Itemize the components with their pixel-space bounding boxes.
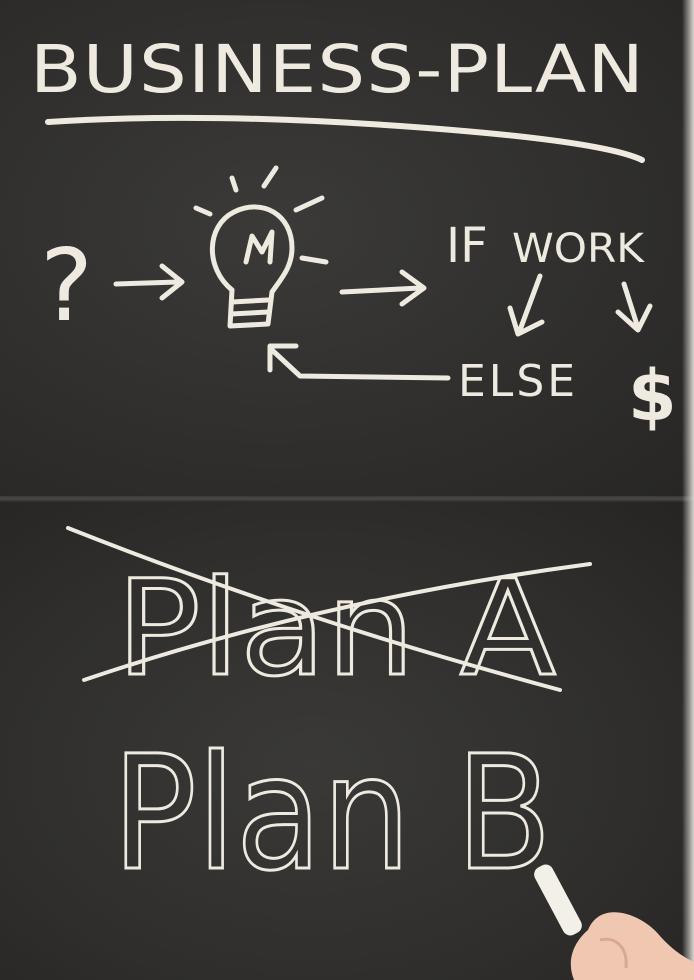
arrow-else-to-idea: [267, 343, 451, 381]
question-mark-text: ?: [40, 227, 93, 344]
arrow-work-to-else: [507, 273, 545, 337]
if-label: IF: [446, 218, 488, 274]
hand-with-chalk: [534, 864, 694, 980]
plan-b-text: Plan B: [112, 722, 552, 906]
else-label: ELSE: [458, 356, 578, 407]
plan-a-text: Plan A: [116, 552, 556, 706]
title-text: BUSINESS-PLAN: [30, 31, 645, 108]
chalkboard-lower: [0, 500, 694, 980]
arrow-idea-to-if: [339, 269, 427, 307]
chalkboard-upper: [0, 0, 694, 498]
work-label: WORK: [512, 226, 646, 272]
arrow-question-to-idea: [113, 263, 185, 301]
chalkboard-seam: [0, 496, 694, 502]
arrow-work-to-money: [615, 281, 653, 333]
lightbulb-icon: [193, 165, 329, 329]
plan-a-strike-2: [82, 562, 592, 682]
money-symbol: $: [628, 355, 677, 437]
title-underline: [45, 114, 645, 163]
page-edge: [682, 0, 694, 980]
